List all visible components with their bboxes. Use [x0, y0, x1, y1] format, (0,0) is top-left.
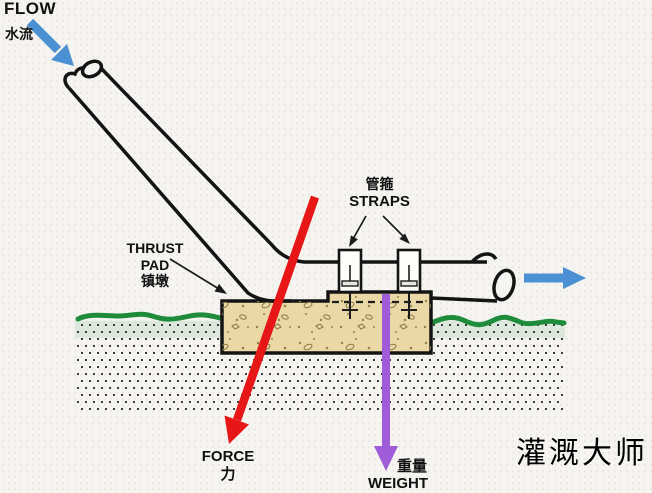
- strap-bolt-plate: [400, 280, 418, 287]
- strap-left: [337, 248, 363, 294]
- pipe-outlet-bell: [470, 252, 498, 264]
- pipe-upper-edge: [94, 61, 487, 264]
- weight-arrow-icon: [374, 294, 398, 471]
- flow-label-zh: 水流: [5, 26, 33, 42]
- straps-label: 管箍 STRAPS: [332, 176, 427, 210]
- straps-label-en: STRAPS: [349, 192, 410, 210]
- weight-label-zh: 重量: [397, 458, 428, 475]
- thrust-pad-pointer-arrow: [169, 258, 227, 294]
- force-label-en: FORCE: [201, 448, 255, 465]
- force-label: FORCE 力: [185, 448, 271, 483]
- thrust-pad-label-zh: 镇墩: [141, 273, 169, 290]
- thrust-pad-texture: [222, 292, 431, 353]
- straps: [332, 248, 428, 319]
- thrust-pad-label: THRUST PAD 镇墩: [110, 240, 200, 290]
- flow-label-en: FLOW: [4, 0, 57, 18]
- force-label-zh: 力: [220, 465, 236, 483]
- strap-right: [396, 248, 422, 294]
- pipe-outlet-lower-edge: [430, 296, 498, 303]
- straps-pointer-arrow-right: [382, 215, 410, 244]
- strap-bolt-plate: [341, 280, 359, 287]
- weight-label-en: WEIGHT: [368, 475, 428, 492]
- strap-anchor-right: [401, 292, 417, 319]
- straps-pointer-arrow-left: [349, 215, 367, 247]
- outflow-arrow-icon: [524, 267, 586, 289]
- thrust-pad-block: [220, 290, 433, 355]
- pipe: [63, 59, 516, 303]
- watermark: 灌溉大师: [516, 437, 648, 470]
- flow-arrow-icon: [26, 18, 74, 66]
- straps-label-zh: 管箍: [365, 176, 394, 192]
- ground: [75, 311, 567, 410]
- pipe-outlet-opening: [492, 268, 516, 302]
- grass-line-right: [428, 314, 567, 328]
- thrust-pad-label-line1: THRUST: [126, 240, 184, 256]
- pipe-lower-edge: [67, 86, 291, 303]
- strap-anchor-left: [342, 292, 358, 319]
- thrust-pad-label-line2: PAD: [140, 256, 170, 273]
- grass-line-left: [75, 311, 223, 322]
- force-arrow-icon: [224, 195, 320, 444]
- pipe-inlet-opening: [80, 59, 104, 79]
